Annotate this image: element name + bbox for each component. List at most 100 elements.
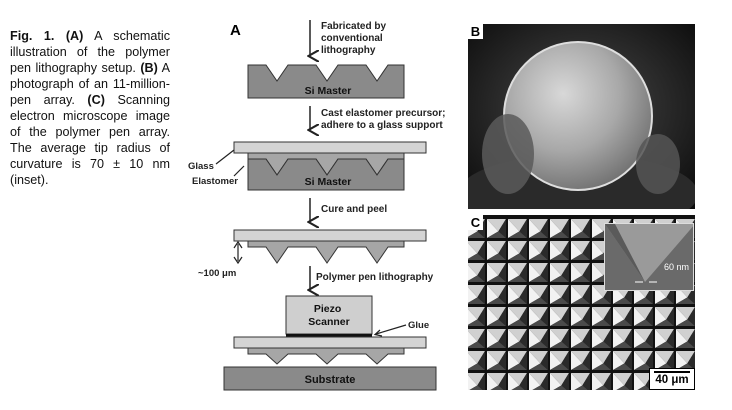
pen-array-1 (247, 240, 405, 264)
glass-pointer (215, 149, 235, 165)
step3-label: Cure and peel (321, 204, 387, 215)
pyramid-tip (550, 219, 569, 238)
glue-layer (286, 334, 372, 337)
glass-support-3 (233, 336, 427, 349)
pyramid-tip (592, 351, 611, 370)
sem-panel: C 60 nm 40 μm (468, 215, 695, 390)
pyramid-tip (508, 307, 527, 326)
pyramid-tip (634, 351, 653, 370)
pyramid-tip (468, 263, 485, 282)
pyramid-tip (487, 307, 506, 326)
caption-c-label: (C) (87, 93, 105, 107)
thickness-arrow-head-bottom (233, 256, 243, 265)
pyramid-tip (592, 373, 611, 390)
pyramid-tip (571, 329, 590, 348)
inset-scale-label: 60 nm (663, 262, 689, 272)
thickness-arrow-head-top (233, 240, 243, 249)
fingers (482, 114, 534, 194)
pen-array-2 (247, 347, 405, 365)
pyramid-tip (468, 351, 485, 370)
pyramid-tip (508, 329, 527, 348)
glue-label: Glue (408, 320, 429, 331)
pyramid-tip (592, 329, 611, 348)
pyramid-tip (676, 307, 695, 326)
pyramid-tip (550, 351, 569, 370)
step4-label: Polymer pen lithography (316, 272, 434, 283)
pyramid-tip (529, 373, 548, 390)
pyramid-tip (508, 285, 527, 304)
panel-label-a: A (230, 22, 241, 39)
glass-label: Glass (188, 161, 214, 172)
pyramid-tip (487, 285, 506, 304)
pyramid-tip (592, 307, 611, 326)
step1-line-3: lithography (321, 45, 376, 56)
pyramid-tip (613, 329, 632, 348)
pyramid-tip (487, 241, 506, 260)
pyramid-tip (655, 329, 674, 348)
glue-pointer-head (373, 329, 383, 337)
scale-bar: 40 μm (649, 368, 695, 390)
pyramid-tip (529, 263, 548, 282)
si-master-2 (247, 158, 405, 191)
pyramid-tip (487, 373, 506, 390)
pyramid-tip (468, 285, 485, 304)
pyramid-tip (487, 219, 506, 238)
fig-label: Fig. 1. (10, 29, 55, 43)
pyramid-tip (571, 219, 590, 238)
pyramid-tip (529, 351, 548, 370)
substrate-label: Substrate (305, 374, 356, 386)
pyramid-tip (508, 219, 527, 238)
pyramid-tip (550, 329, 569, 348)
elastomer-label: Elastomer (192, 176, 238, 187)
step2-line-2: adhere to a glass support (321, 120, 443, 131)
pyramid-tip (529, 307, 548, 326)
pyramid-tip (634, 329, 653, 348)
caption-b-label: (B) (140, 61, 158, 75)
panel-label-c: C (468, 215, 483, 230)
pyramid-tip (468, 307, 485, 326)
step1-line-2: conventional (321, 33, 383, 44)
si-master-2-label: Si Master (305, 176, 352, 188)
pyramid-tip (613, 373, 632, 390)
si-master-1 (247, 64, 405, 99)
pyramid-tip (487, 329, 506, 348)
pyramid-tip (529, 219, 548, 238)
pyramid-tip (550, 307, 569, 326)
tip-closeup (605, 224, 693, 290)
pyramid-tip (508, 263, 527, 282)
glass-support-2 (233, 229, 427, 242)
caption-c-text: Scanning electron microscope image of th… (10, 93, 170, 187)
figure-caption: Fig. 1. (A) A schematic illustration of … (10, 28, 170, 188)
pyramid-tip (508, 241, 527, 260)
substrate (223, 366, 437, 391)
elastomer-pointer (233, 165, 245, 177)
pyramid-tip (508, 373, 527, 390)
piezo-line-1: Piezo (314, 303, 341, 315)
pyramid-tip (571, 285, 590, 304)
step2-label: Cast elastomer precursor; adhere to a gl… (321, 108, 448, 131)
pyramid-tip (487, 263, 506, 282)
photo-panel: B (468, 24, 695, 209)
si-master-1-label: Si Master (305, 85, 352, 97)
pyramid-tip (613, 351, 632, 370)
pyramid-tip (634, 307, 653, 326)
pyramid-tip (529, 285, 548, 304)
pyramid-tip (655, 307, 674, 326)
pyramid-tip (468, 373, 485, 390)
piezo-label: Piezo Scanner (308, 303, 349, 328)
pyramid-tip (571, 307, 590, 326)
pyramid-tip (571, 351, 590, 370)
schematic-diagram: A Fabricated by conventional lithography… (188, 20, 448, 391)
step1-line-1: Fabricated by (321, 21, 386, 32)
sem-inset: 60 nm (604, 223, 694, 291)
piezo-scanner (285, 295, 373, 335)
pyramid-tip (613, 307, 632, 326)
caption-a-text: A schematic illustration of the polymer … (10, 29, 170, 75)
glue-pointer (375, 324, 407, 335)
pyramid-tip (676, 329, 695, 348)
pyramid-tip (571, 241, 590, 260)
pyramid-tip (487, 351, 506, 370)
pyramid-tip (571, 263, 590, 282)
pyramid-tip (571, 373, 590, 390)
pyramid-tip (468, 241, 485, 260)
